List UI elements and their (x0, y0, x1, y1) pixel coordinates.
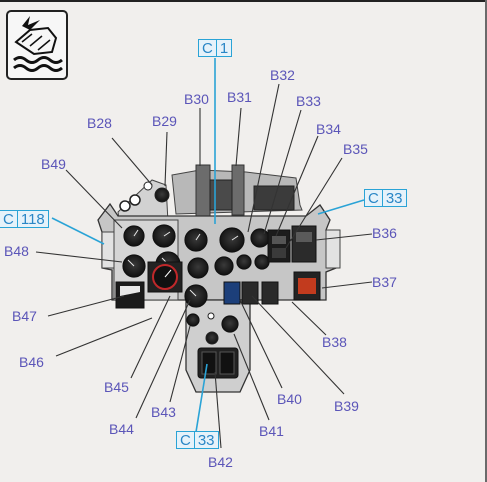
label-b39: B39 (334, 398, 359, 414)
label-b28: B28 (87, 115, 112, 131)
label-b31: B31 (227, 89, 252, 105)
label-b32: B32 (270, 67, 295, 83)
gunsight-frame (171, 164, 303, 233)
label-b46: B46 (19, 354, 44, 370)
label-b48: B48 (4, 243, 29, 259)
label-b37: B37 (372, 274, 397, 290)
red-ring-instrument (147, 261, 183, 293)
label-b44: B44 (109, 421, 134, 437)
label-leaders (35, 83, 373, 449)
paint-instruction-logo-icon (6, 10, 68, 80)
label-b43: B43 (151, 404, 176, 420)
label-b40: B40 (277, 391, 302, 407)
label-b41: B41 (259, 423, 284, 439)
label-b49: B49 (41, 156, 66, 172)
label-b29: B29 (152, 113, 177, 129)
label-b38: B38 (322, 334, 347, 350)
lower-console (185, 299, 251, 393)
top-border (0, 0, 487, 2)
label-b45: B45 (104, 379, 129, 395)
label-b47: B47 (12, 308, 37, 324)
horizon-instrument (115, 281, 145, 309)
dial-needles (127, 229, 239, 297)
label-b34: B34 (316, 121, 341, 137)
label-b42: B42 (208, 454, 233, 470)
left-bracket (117, 179, 170, 227)
label-b30: B30 (184, 91, 209, 107)
label-b35: B35 (343, 141, 368, 157)
right-border (485, 0, 487, 482)
label-b36: B36 (372, 225, 397, 241)
callout-leaders (51, 58, 365, 433)
label-b33: B33 (296, 93, 321, 109)
